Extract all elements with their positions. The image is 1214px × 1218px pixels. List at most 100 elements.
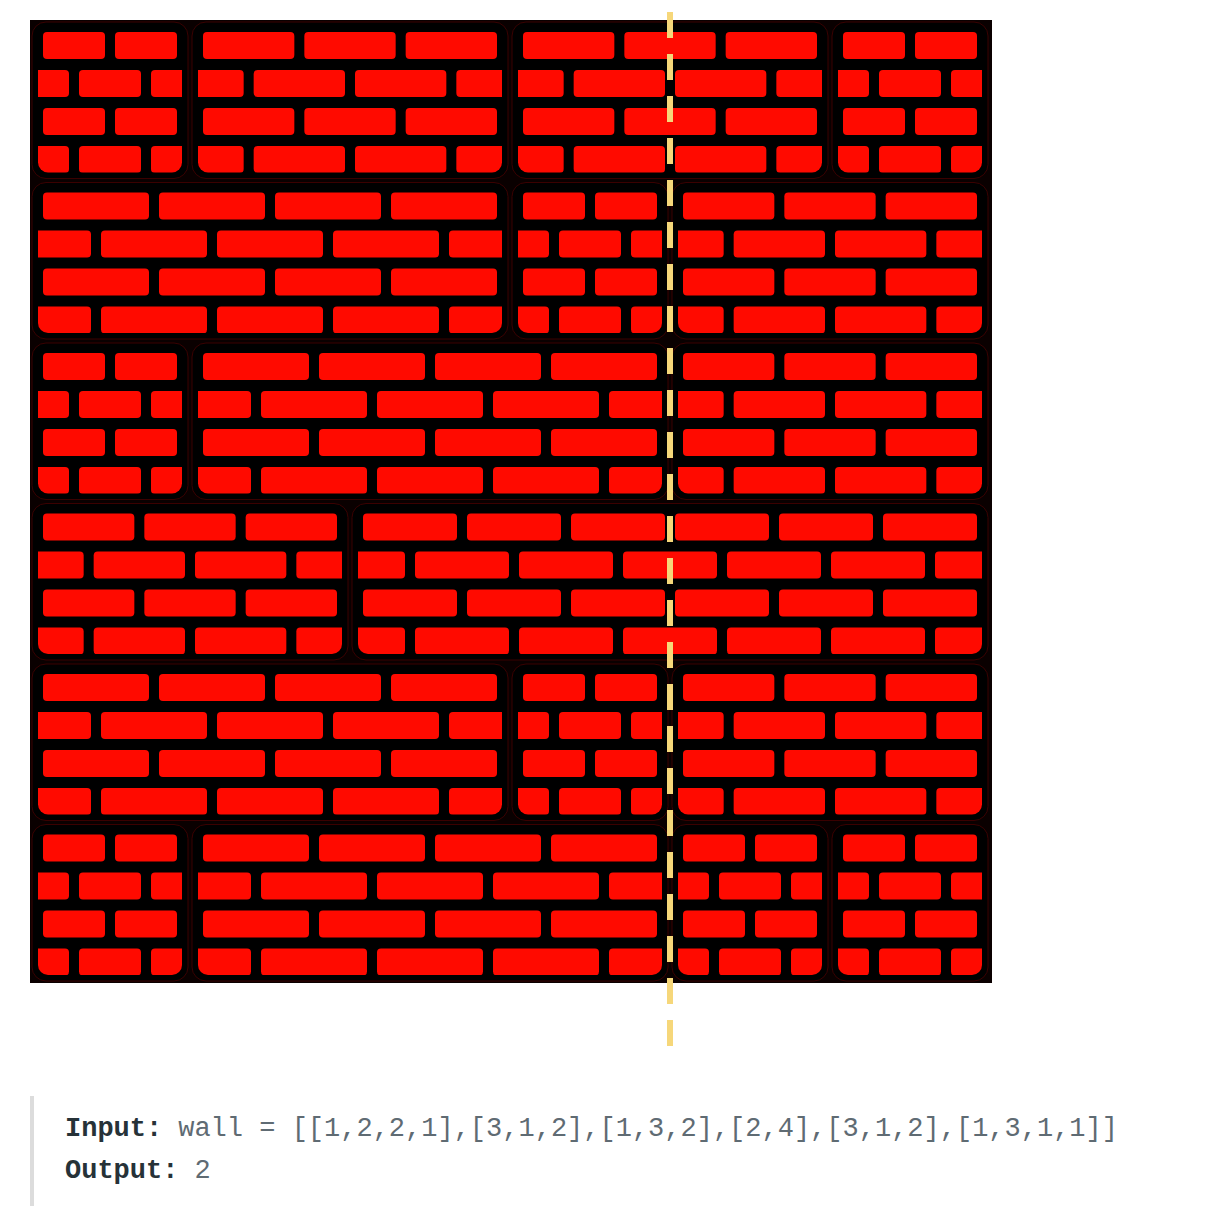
- small-brick: [683, 911, 745, 938]
- small-brick: [551, 835, 657, 862]
- field-value: wall = [[1,2,2,1],[3,1,2],[1,3,2],[2,4],…: [178, 1108, 1118, 1150]
- small-brick: [886, 750, 977, 777]
- small-brick: [355, 70, 446, 97]
- small-brick: [493, 873, 599, 900]
- small-brick: [101, 788, 207, 815]
- small-brick: [101, 307, 207, 334]
- small-brick: [678, 231, 724, 258]
- small-brick: [217, 712, 323, 739]
- small-brick: [609, 873, 662, 900]
- brick-outline: [32, 183, 508, 340]
- small-brick: [319, 353, 425, 380]
- small-brick: [518, 712, 549, 739]
- small-brick: [198, 949, 251, 976]
- small-brick: [784, 353, 875, 380]
- small-brick: [79, 949, 141, 976]
- brick: [207, 504, 1185, 661]
- small-brick: [101, 231, 207, 258]
- small-brick: [94, 552, 185, 579]
- small-brick: [79, 873, 141, 900]
- brick-outline: [32, 664, 508, 821]
- small-brick: [678, 873, 709, 900]
- small-brick: [449, 788, 502, 815]
- small-brick: [296, 628, 342, 655]
- small-brick: [415, 552, 509, 579]
- small-brick: [435, 353, 541, 380]
- small-brick: [886, 429, 977, 456]
- small-brick: [734, 391, 825, 418]
- small-brick: [435, 835, 541, 862]
- small-brick: [883, 514, 977, 541]
- small-brick: [261, 873, 367, 900]
- small-brick: [115, 353, 177, 380]
- small-brick: [776, 70, 822, 97]
- brick-texture: [198, 32, 502, 173]
- small-brick: [784, 750, 875, 777]
- small-brick: [246, 590, 337, 617]
- small-brick: [784, 674, 875, 701]
- small-brick: [559, 231, 621, 258]
- brick-texture: [198, 835, 662, 976]
- small-brick: [609, 391, 662, 418]
- brick: [371, 22, 1020, 179]
- small-brick: [115, 911, 177, 938]
- brick-outline: [192, 343, 668, 500]
- small-brick: [151, 949, 182, 976]
- small-brick: [296, 552, 342, 579]
- small-brick: [38, 873, 69, 900]
- small-brick: [217, 231, 323, 258]
- small-brick: [519, 552, 613, 579]
- small-brick: [879, 70, 941, 97]
- brick-texture: [38, 193, 502, 334]
- small-brick: [198, 873, 251, 900]
- small-brick: [779, 590, 873, 617]
- small-brick: [886, 353, 977, 380]
- small-brick: [151, 146, 182, 173]
- small-brick: [159, 193, 265, 220]
- small-brick: [159, 269, 265, 296]
- small-brick: [144, 514, 235, 541]
- small-brick: [951, 949, 982, 976]
- wall-ground: [30, 20, 992, 983]
- small-brick: [726, 108, 817, 135]
- small-brick: [523, 108, 614, 135]
- small-brick: [254, 146, 345, 173]
- small-brick: [151, 467, 182, 494]
- brick-texture: [38, 674, 502, 815]
- small-brick: [675, 146, 766, 173]
- small-brick: [915, 835, 977, 862]
- small-brick: [38, 628, 84, 655]
- small-brick: [935, 628, 982, 655]
- small-brick: [217, 788, 323, 815]
- small-brick: [38, 231, 91, 258]
- small-brick: [784, 269, 875, 296]
- small-brick: [631, 712, 662, 739]
- small-brick: [203, 353, 309, 380]
- small-brick: [951, 70, 982, 97]
- small-brick: [358, 552, 405, 579]
- small-brick: [678, 949, 709, 976]
- small-brick: [449, 307, 502, 334]
- small-brick: [115, 32, 177, 59]
- small-brick: [523, 750, 585, 777]
- brick-texture: [678, 674, 982, 815]
- brick: [0, 664, 729, 821]
- small-brick: [391, 674, 497, 701]
- small-brick: [843, 108, 905, 135]
- small-brick: [726, 32, 817, 59]
- small-brick: [935, 552, 982, 579]
- small-brick: [683, 750, 774, 777]
- small-brick: [609, 949, 662, 976]
- small-brick: [951, 873, 982, 900]
- brick: [29, 825, 889, 982]
- brick: [531, 664, 1180, 821]
- small-brick: [406, 108, 497, 135]
- small-brick: [159, 674, 265, 701]
- small-brick: [391, 269, 497, 296]
- small-brick: [319, 835, 425, 862]
- field-name: Input:: [65, 1108, 162, 1150]
- small-brick: [377, 467, 483, 494]
- brick-texture: [518, 674, 662, 815]
- small-brick: [43, 32, 105, 59]
- field-name: Output:: [65, 1150, 178, 1192]
